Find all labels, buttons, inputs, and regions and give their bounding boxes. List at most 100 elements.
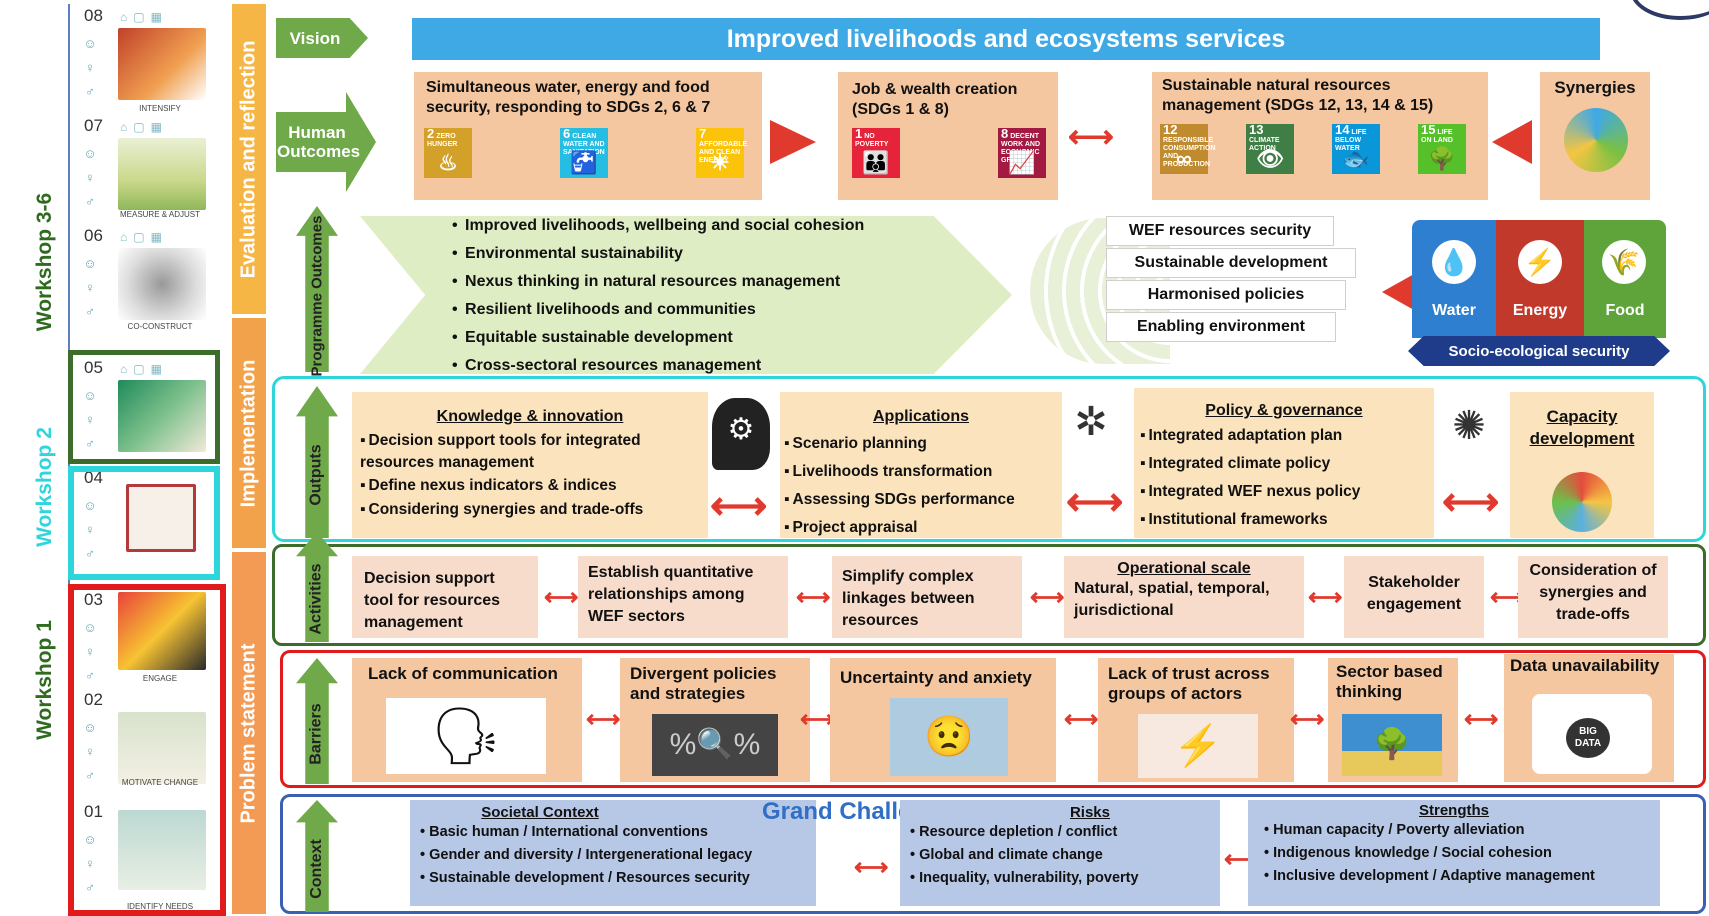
double-arrow: ⟷ [854,854,889,881]
activities-frame [272,544,1706,646]
sdg-13-icon: 13 CLIMATE ACTION👁 [1246,123,1294,174]
operational-scale-title: Operational scale [1117,560,1251,577]
barrier-uncertainty: Uncertainty and anxiety 😟 [830,658,1056,782]
context-frame [280,794,1706,914]
stage-03[interactable]: 03 ☺♀♂ ENGAGE [70,588,210,688]
arrow-stem [770,131,788,153]
workshop-2-frame [68,350,220,464]
activity-operational-scale: Operational scale Natural, spatial, temp… [1064,556,1304,638]
stage-illustration [118,712,206,784]
box-text: Job & wealth creation (SDGs 1 & 8) [852,81,1018,118]
double-arrow: ⟷ [1064,706,1099,733]
barrier-title: Lack of trust across groups of actors [1108,664,1270,703]
box-text: Simultaneous water, energy and food secu… [426,79,711,116]
stage-number: 01 [84,802,103,821]
person-icons: ☺♀♂ [83,720,97,783]
stage-caption: ENGAGE [142,674,178,683]
food-wheat-icon: 🌾 [1602,240,1646,284]
arrow-left [1382,274,1414,310]
programme-item: Equitable sustainable development [452,324,864,352]
activity-quantitative: Establish quantitative relationships amo… [578,556,788,638]
risks-item: Resource depletion / conflict [910,821,1220,844]
applications-title: Applications [872,408,969,425]
stage-number: 04 [84,468,103,487]
person-icons: ☺♀♂ [83,832,97,895]
activity-text: Natural, spatial, temporal, jurisdiction… [1074,580,1270,619]
anxious-person-icon: 😟 [890,698,1008,776]
programme-item: Environmental sustainability [452,240,864,268]
double-arrow: ⟷ [1464,706,1499,733]
stage-caption: INTENSIFY [139,104,181,113]
big-data-label: BIG DATA [1566,718,1610,758]
stage-number: 02 [84,690,103,709]
barrier-trust: Lack of trust across groups of actors ⚡ [1098,658,1294,782]
food-panel: 🌾 Food [1584,220,1666,338]
sdg-15-icon: 15 LIFE ON LAND🌳 [1418,123,1466,174]
context-label: Context [308,839,325,899]
stage-number: 03 [84,590,103,609]
activity-text: Stakeholder engagement [1366,574,1462,613]
stage-01[interactable]: 01 ☺♀♂ IDENTIFY NEEDS [70,800,210,914]
strengths-item: Human capacity / Poverty alleviation [1264,819,1660,842]
double-arrow: ⟷ [544,584,579,611]
sdg-14-icon: 14 LIFE BELOW WATER🐟 [1332,123,1380,174]
stage-04[interactable]: 04 ☺♀♂ [70,466,210,558]
socio-ecological-bar: Socio-ecological security [1408,336,1670,366]
stage-illustration [118,138,206,210]
barriers-frame [280,650,1706,788]
barrier-communication: Lack of communication 🗣 [352,658,582,782]
workshop-1-frame [68,584,226,916]
sdg-7-icon: 7 AFFORDABLE AND CLEAN ENERGY☀ [696,127,747,178]
societal-item: Sustainable development / Resources secu… [420,867,816,890]
person-icons: ☺♀♂ [83,388,97,451]
broken-trust-icon: ⚡ [1138,714,1258,778]
stage-icons: ⌂▢▦ [120,362,168,376]
person-icons: ☺♀♂ [83,620,97,683]
puzzle-head-icon [1552,472,1612,532]
water-panel: 💧 Water [1412,220,1496,338]
workshop-3-6-label: Workshop 3-6 [33,192,56,332]
knowledge-box: Knowledge & innovation Decision support … [352,392,708,538]
human-outcomes-label: Human Outcomes [276,92,376,192]
stage-05[interactable]: 05 ⌂▢▦ ☺♀♂ [70,356,210,456]
stage-number: 06 [84,226,103,245]
strengths-item: Indigenous knowledge / Social cohesion [1264,842,1660,865]
energy-panel: ⚡ Energy [1496,220,1584,338]
barrier-divergent: Divergent policies and strategies %🔍% [620,658,810,782]
stage-02[interactable]: 02 ☺♀♂ MOTIVATE CHANGE [70,688,210,800]
stage-number: 05 [84,358,103,377]
activity-decision-support: Decision support tool for resources mana… [352,556,538,638]
wef-item: Sustainable development [1106,248,1356,278]
person-icons: ☺♀♂ [83,498,97,558]
societal-title: Societal Context [481,804,599,821]
policy-list: Integrated adaptation plan Integrated cl… [1134,422,1434,534]
double-arrow: ⟷ [710,484,768,528]
policy-item: Integrated climate policy [1140,450,1434,478]
double-arrow: ⟷ [1066,480,1124,524]
stage-08[interactable]: 08 ⌂▢▦ ☺♀♂ INTENSIFY [70,4,210,114]
activity-text: Consideration of synergies and trade-off… [1529,562,1657,623]
corner-arc [1630,0,1709,20]
stage-number: 07 [84,116,103,135]
stage-icons: ⌂▢▦ [120,10,168,24]
synergies-box: Synergies [1540,72,1650,200]
double-arrow: ⟷ [586,706,621,733]
double-arrow: ⟷ [1030,584,1065,611]
double-arrow: ⟷ [1290,706,1325,733]
knowledge-title: Knowledge & innovation [436,408,624,425]
water-label: Water [1432,302,1476,319]
knowledge-item: Define nexus indicators & indices [360,474,708,498]
wef-item: Enabling environment [1106,312,1336,342]
stage-illustration [118,248,206,320]
stage-07[interactable]: 07 ⌂▢▦ ☺♀♂ MEASURE & ADJUST [70,114,210,224]
stage-06[interactable]: 06 ⌂▢▦ ☺♀♂ CO-CONSTRUCT [70,224,210,334]
stage-illustration [126,484,196,552]
strengths-item: Inclusive development / Adaptive managem… [1264,865,1660,888]
barrier-sector: Sector based thinking 🌳 [1328,658,1458,782]
double-arrow: ⟷ [800,706,835,733]
activity-text: Simplify complex linkages between resour… [842,568,975,629]
double-arrow: ⟷ [796,584,831,611]
person-icons: ☺♀♂ [83,256,97,319]
barrier-title: Uncertainty and anxiety [840,668,1032,687]
barrier-data: Data unavailability BIG DATA [1504,654,1674,782]
